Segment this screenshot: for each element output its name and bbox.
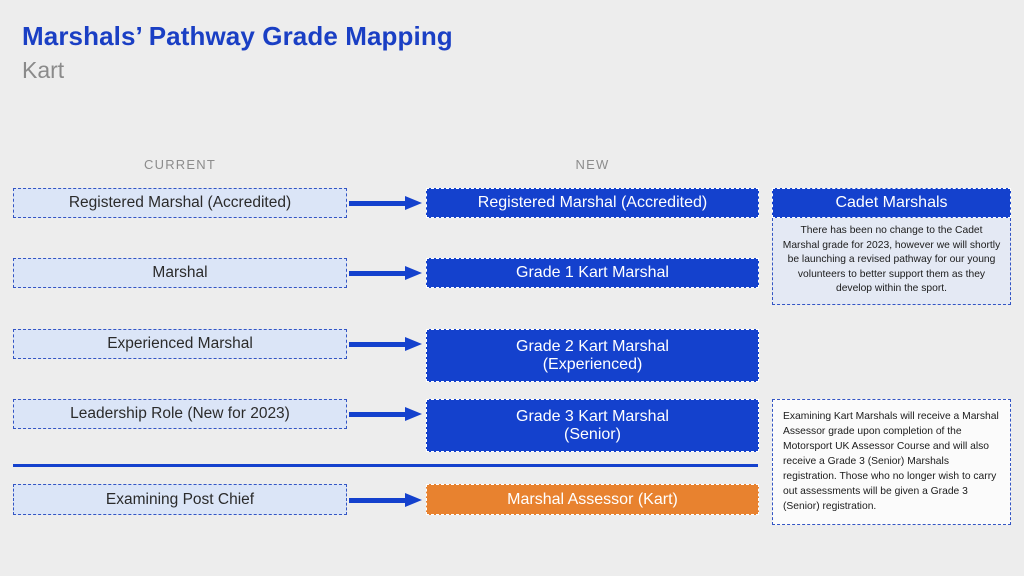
column-header-new: NEW — [575, 157, 610, 172]
new-grade-box[interactable]: Grade 3 Kart Marshal (Senior) — [426, 399, 759, 452]
new-grade-box[interactable]: Grade 2 Kart Marshal (Experienced) — [426, 329, 759, 382]
cadet-marshals-panel: Cadet Marshals There has been no change … — [772, 188, 1011, 306]
current-grade-box[interactable]: Marshal — [13, 258, 347, 288]
current-grade-box[interactable]: Leadership Role (New for 2023) — [13, 399, 347, 429]
arrow-right-icon — [349, 493, 423, 507]
column-header-current: CURRENT — [144, 157, 216, 172]
cadet-marshals-panel-body: There has been no change to the Cadet Ma… — [772, 218, 1011, 306]
title-block: Marshals’ Pathway Grade Mapping Kart — [22, 21, 453, 83]
current-grade-box[interactable]: Examining Post Chief — [13, 484, 347, 515]
new-grade-box[interactable]: Marshal Assessor (Kart) — [426, 484, 759, 515]
section-divider — [13, 464, 758, 467]
marshal-assessor-note-panel: Examining Kart Marshals will receive a M… — [772, 399, 1011, 526]
page-subtitle: Kart — [22, 56, 65, 83]
arrow-right-icon — [349, 337, 423, 351]
marshal-assessor-note-text: Examining Kart Marshals will receive a M… — [783, 411, 999, 512]
arrow-right-icon — [349, 196, 423, 210]
page-title: Marshals’ Pathway Grade Mapping — [22, 21, 453, 51]
current-grade-box[interactable]: Registered Marshal (Accredited) — [13, 188, 347, 218]
cadet-marshals-panel-title: Cadet Marshals — [772, 188, 1011, 218]
new-grade-box[interactable]: Registered Marshal (Accredited) — [426, 188, 759, 218]
current-grade-box[interactable]: Experienced Marshal — [13, 329, 347, 359]
arrow-right-icon — [349, 266, 423, 280]
new-grade-box[interactable]: Grade 1 Kart Marshal — [426, 258, 759, 288]
arrow-right-icon — [349, 407, 423, 421]
